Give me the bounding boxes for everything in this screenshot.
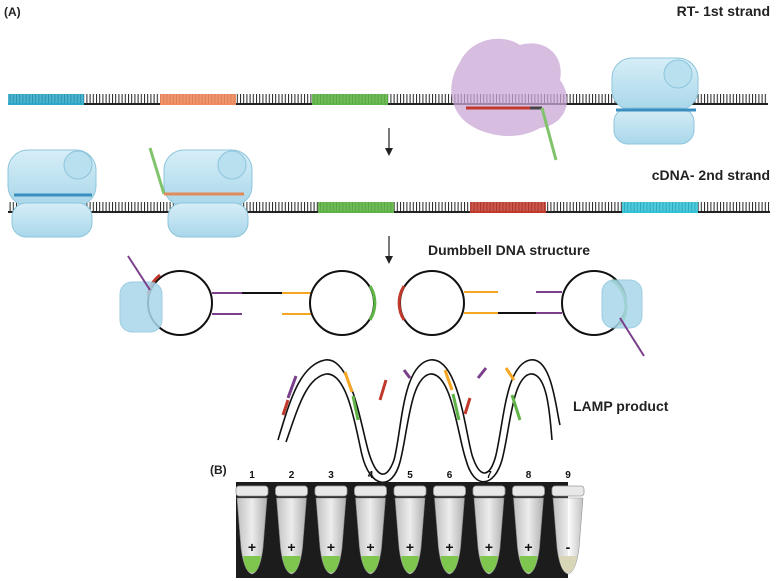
tube-sign: + [366, 539, 374, 555]
tube-cap [235, 485, 269, 497]
tube-liquid [559, 556, 577, 573]
tube-body [276, 497, 307, 575]
tube-liquid [282, 556, 301, 573]
tube-liquid [361, 556, 380, 573]
tube-cap [433, 485, 466, 497]
tube-liquid [401, 556, 419, 573]
dumbbell-label: Dumbbell DNA structure [428, 242, 590, 258]
pcr-tube: + [433, 485, 466, 575]
tube-liquid [243, 556, 261, 573]
tube-number: 3 [328, 470, 334, 481]
tube-sign: + [248, 539, 256, 555]
tube-body [236, 497, 268, 575]
tube-cap [512, 485, 545, 497]
tube-sign: + [524, 539, 532, 555]
pcr-tube: + [354, 485, 387, 575]
tube-number: 9 [565, 470, 571, 481]
pcr-tube: + [314, 485, 348, 575]
polymerase-2 [7, 149, 97, 238]
pcr-tube: - [551, 485, 585, 575]
cdna-second-strand-label: cDNA- 2nd strand [652, 167, 770, 183]
cdna-strand [8, 202, 770, 213]
tube-cap [472, 485, 506, 497]
tube-photo: + + + + + + + + - [235, 482, 585, 578]
tube-number: 2 [289, 470, 295, 481]
dumbbell-right [397, 270, 645, 357]
rt-first-strand-label: RT- 1st strand [677, 3, 770, 19]
tube-liquid [322, 556, 340, 573]
panel-a-label: (A) [4, 5, 21, 19]
tube-body [394, 497, 426, 575]
tube-number: 7 [486, 470, 492, 481]
tube-number: 6 [447, 470, 453, 481]
tube-sign: + [406, 539, 414, 555]
tube-liquid [440, 556, 459, 573]
tube-number: 4 [368, 470, 374, 481]
tube-liquid [480, 556, 498, 573]
pcr-tube: + [275, 485, 308, 575]
tube-sign: + [287, 539, 295, 555]
pcr-tube: + [235, 485, 269, 575]
polymerase-1 [611, 57, 699, 145]
tube-body [434, 497, 465, 575]
arrow-down-2 [385, 236, 393, 264]
panel-b-label: (B) [210, 463, 227, 477]
tube-sign: + [485, 539, 493, 555]
tube-number: 5 [407, 470, 413, 481]
polymerase-3 [148, 147, 253, 238]
tube-cap [393, 485, 427, 497]
tube-body [315, 497, 347, 575]
reverse-transcriptase [451, 38, 568, 161]
arrow-down-1 [385, 128, 393, 156]
tube-body [552, 497, 584, 575]
tube-body [473, 497, 505, 575]
tube-cap [314, 485, 348, 497]
pcr-tube: + [393, 485, 427, 575]
tube-body [513, 497, 544, 575]
pcr-tube: + [512, 485, 545, 575]
tube-cap [551, 485, 585, 497]
tube-sign: + [327, 539, 335, 555]
pcr-tube: + [472, 485, 506, 575]
tube-number: 1 [249, 470, 255, 481]
tube-sign: - [566, 539, 571, 555]
tube-cap [354, 485, 387, 497]
tube-cap [275, 485, 308, 497]
dumbbell-left [119, 255, 377, 336]
lamp-product-wave [277, 359, 561, 483]
tube-body [355, 497, 386, 575]
tube-sign: + [445, 539, 453, 555]
tube-liquid [519, 556, 538, 573]
lamp-product-label: LAMP product [573, 398, 669, 414]
tube-number: 8 [526, 470, 532, 481]
